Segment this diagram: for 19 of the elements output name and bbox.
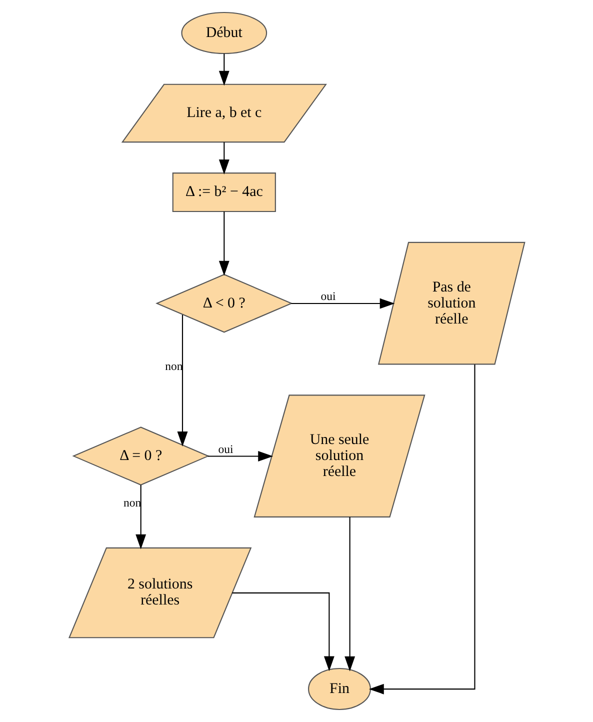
node-ellipse: Début bbox=[180, 12, 267, 54]
edge-label: oui bbox=[320, 290, 336, 304]
arrow bbox=[218, 142, 229, 174]
arrow bbox=[135, 485, 146, 550]
node-box: Δ := b² − 4ac bbox=[172, 172, 276, 212]
node-diamond: Δ = 0 ? bbox=[72, 426, 209, 486]
arrow bbox=[218, 212, 229, 276]
node-diamond: Δ < 0 ? bbox=[155, 274, 292, 333]
arrow bbox=[290, 298, 394, 309]
edge-label: oui bbox=[218, 442, 233, 456]
arrow bbox=[368, 364, 475, 694]
edge-label: non bbox=[122, 496, 141, 510]
node-ellipse: Fin bbox=[308, 668, 370, 710]
arrow bbox=[232, 592, 334, 672]
arrow bbox=[344, 516, 355, 672]
arrow bbox=[176, 314, 188, 446]
edge-label: non bbox=[164, 360, 182, 374]
arrow bbox=[207, 451, 273, 462]
arrow bbox=[218, 54, 229, 86]
